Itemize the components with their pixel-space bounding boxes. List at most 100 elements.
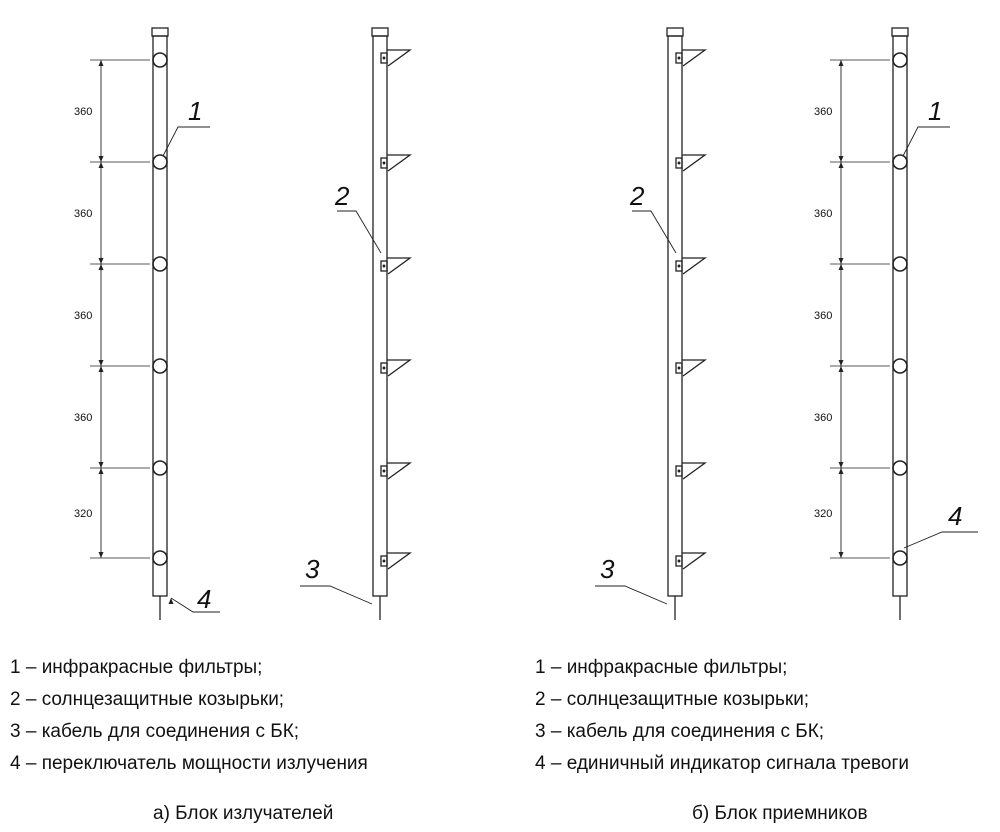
dimension-arrow xyxy=(838,360,844,366)
dimension-arrow xyxy=(838,552,844,558)
dimension-label: 360 xyxy=(74,106,92,118)
dimension-arrow xyxy=(838,60,844,66)
sun-visor xyxy=(387,49,412,67)
callout-1: 1 xyxy=(928,96,942,126)
dimension-arrow xyxy=(98,258,104,264)
legend-item: 1 – инфракрасные фильтры; xyxy=(535,657,788,678)
ir-filter-icon xyxy=(152,460,168,476)
dimension-arrow xyxy=(98,156,104,162)
visor-mount xyxy=(675,52,683,64)
dimension-arrow xyxy=(98,60,104,66)
visor-mount xyxy=(380,52,388,64)
visor-mount xyxy=(675,260,683,272)
mount-screw xyxy=(677,366,681,370)
ir-filter-icon xyxy=(892,52,908,68)
caption-emitters: а) Блок излучателей xyxy=(153,803,334,824)
legend-right: 1 – инфракрасные фильтры; 2 – солнцезащи… xyxy=(535,652,909,780)
leader-arrow xyxy=(168,598,174,604)
legend-item: 4 – переключатель мощности излучения xyxy=(10,753,368,774)
dimension-label: 360 xyxy=(814,412,832,424)
dimension-label: 320 xyxy=(814,508,832,520)
leader-4 xyxy=(903,531,978,549)
leader-1 xyxy=(162,126,210,157)
pole-cap xyxy=(666,27,684,37)
dimension-label: 360 xyxy=(74,208,92,220)
leader-1 xyxy=(902,126,950,157)
dimension-arrow xyxy=(98,468,104,474)
sun-visor xyxy=(682,359,707,377)
visor-mount xyxy=(675,465,683,477)
mount-screw xyxy=(677,469,681,473)
sun-visor xyxy=(387,462,412,480)
legend-item: 2 – солнцезащитные козырьки; xyxy=(10,689,285,710)
legend-item: 1 – инфракрасные фильтры; xyxy=(10,657,263,678)
dimension-arrow xyxy=(98,552,104,558)
dimension-arrow xyxy=(838,462,844,468)
dimension-arrow xyxy=(838,162,844,168)
mount-screw xyxy=(677,264,681,268)
leader-2 xyxy=(337,210,382,254)
sun-visor xyxy=(387,154,412,172)
sun-visor xyxy=(682,49,707,67)
pole-body xyxy=(892,35,908,597)
visor-mount xyxy=(675,555,683,567)
pole-cap xyxy=(891,27,909,37)
callout-2: 2 xyxy=(629,181,645,211)
ir-filter-icon xyxy=(892,256,908,272)
legend-left: 1 – инфракрасные фильтры; 2 – солнцезащи… xyxy=(10,652,368,780)
visor-mount xyxy=(380,260,388,272)
visor-mount xyxy=(380,362,388,374)
pole-body xyxy=(152,35,168,597)
mount-screw xyxy=(382,469,386,473)
callout-1: 1 xyxy=(188,96,202,126)
sun-visor xyxy=(682,552,707,570)
sun-visor xyxy=(682,154,707,172)
pole-cap xyxy=(371,27,389,37)
leader-2 xyxy=(632,210,677,254)
mount-screw xyxy=(677,161,681,165)
ir-filter-icon xyxy=(152,358,168,374)
mount-screw xyxy=(382,264,386,268)
visor-mount xyxy=(380,465,388,477)
visor-mount xyxy=(380,157,388,169)
dimension-label: 360 xyxy=(814,310,832,322)
mount-screw xyxy=(382,366,386,370)
ir-filter-icon xyxy=(152,550,168,566)
sun-visor xyxy=(387,552,412,570)
mount-screw xyxy=(382,161,386,165)
ir-filter-icon xyxy=(892,550,908,566)
dimension-label: 360 xyxy=(814,208,832,220)
dimension-arrow xyxy=(838,468,844,474)
legend-item: 3 – кабель для соединения с БК; xyxy=(535,721,825,742)
ir-filter-icon xyxy=(152,256,168,272)
sun-visor xyxy=(387,359,412,377)
ir-filter-icon xyxy=(892,154,908,170)
dimension-label: 320 xyxy=(74,508,92,520)
legend-item: 3 – кабель для соединения с БК; xyxy=(10,721,300,742)
ir-filter-icon xyxy=(892,460,908,476)
visor-mount xyxy=(675,362,683,374)
dimension-arrow xyxy=(838,258,844,264)
legend-item: 4 – единичный индикатор сигнала тревоги xyxy=(535,753,910,774)
legend-item: 2 – солнцезащитные козырьки; xyxy=(535,689,810,710)
visor-pole xyxy=(666,27,684,620)
dimension-arrow xyxy=(98,366,104,372)
mount-screw xyxy=(382,559,386,563)
ir-filter-icon xyxy=(152,52,168,68)
dimension-arrow xyxy=(98,462,104,468)
sun-visor xyxy=(682,462,707,480)
mount-screw xyxy=(677,559,681,563)
leader-3 xyxy=(595,585,668,605)
leader-4 xyxy=(170,597,220,613)
visor-pole xyxy=(371,27,389,620)
dimension-arrow xyxy=(838,366,844,372)
visor-mount xyxy=(380,555,388,567)
sun-visor xyxy=(682,257,707,275)
callout-3: 3 xyxy=(600,554,615,584)
callout-4: 4 xyxy=(197,584,211,614)
filter-pole xyxy=(151,27,169,620)
dimension-arrow xyxy=(98,162,104,168)
leader-3 xyxy=(300,585,373,605)
dimension-label: 360 xyxy=(74,310,92,322)
